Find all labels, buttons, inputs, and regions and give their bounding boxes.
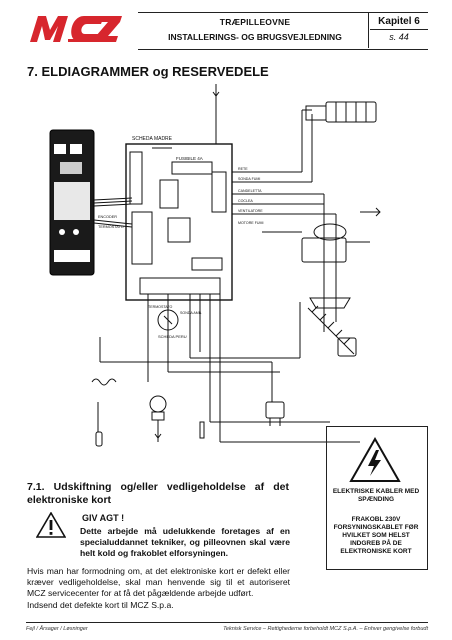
chapter-label: Kapitel 6 (378, 16, 420, 27)
control-panel (49, 129, 95, 276)
sensor-probe (91, 378, 117, 447)
connector-label-5: VENTILATORE (238, 209, 263, 213)
thermostat (149, 395, 167, 442)
header-title: TRÆPILLEOVNE (219, 17, 291, 27)
header-divider (368, 12, 369, 48)
ribbon-cables (93, 197, 133, 228)
footer-rule (26, 622, 428, 623)
connector-label-3: CANDELETTA (238, 189, 262, 193)
footer-left: Fejl / Årsager / Løsninger (26, 626, 88, 632)
subsection-heading: 7.1. Udskiftning og/eller vedligeholdels… (27, 481, 289, 506)
power-plug (265, 401, 285, 426)
connector-label-7: TERMOSTATO (148, 305, 173, 309)
body-paragraph-2: Indsend det defekte kort til MCZ S.p.a. (27, 600, 174, 610)
fan-motor (262, 207, 381, 263)
panel-label-thermostat: TERMOSTATO (98, 225, 124, 229)
right-wiring (232, 109, 337, 332)
section-heading: 7. ELDIAGRAMMER og RESERVEDELE (27, 64, 269, 79)
auger (307, 297, 357, 357)
page-number: s. 44 (389, 32, 409, 42)
connector-label-8: SONDA AMB. (180, 311, 202, 315)
smoke-motor (157, 309, 179, 331)
header-rule (370, 29, 428, 30)
warning-text: Dette arbejde må udelukkende foretages a… (80, 526, 290, 558)
main-board (125, 143, 233, 301)
connector-label-1: RETE (238, 167, 248, 171)
voltage-warning-box (326, 426, 428, 570)
high-voltage-icon (349, 436, 401, 482)
panel-label-encoder: ENCODER (98, 215, 117, 219)
header-subtitle: INSTALLERINGS- OG BRUGSVEJLEDNING (168, 32, 342, 42)
connector-label-4: COCLEA (238, 199, 253, 203)
mcz-logo (30, 16, 122, 42)
header-box (138, 12, 428, 50)
room-probe (199, 421, 205, 439)
body-paragraph: Hvis man har formodning om, at det elekt… (27, 566, 290, 598)
wiring-diagram: SCHEDA MADRE FUSIBILE 4A ENCODER TERMOST… (49, 84, 381, 447)
igniter (305, 101, 377, 123)
connector-label-6: MOTORE FUMI (238, 221, 264, 225)
warning-icon (36, 512, 66, 538)
footer-right: Teknisk Service – Rettighederne forbehol… (223, 626, 428, 632)
wire-bundle (99, 294, 360, 443)
voltage-label: ELEKTRISKE KABLER MED SPÆNDING (332, 488, 420, 503)
fuse-label: FUSIBILE 4A (176, 156, 203, 161)
motor-label: SCHEDA PERU (158, 334, 187, 339)
board-label: SCHEDA MADRE (132, 136, 173, 142)
connector-label-2: SONDA FUMI (238, 177, 260, 181)
disconnect-label: FRAKOBL 230V FORSYNINGSKABLET FØR HVILKE… (333, 516, 419, 555)
warning-title: GIV AGT ! (82, 513, 125, 523)
